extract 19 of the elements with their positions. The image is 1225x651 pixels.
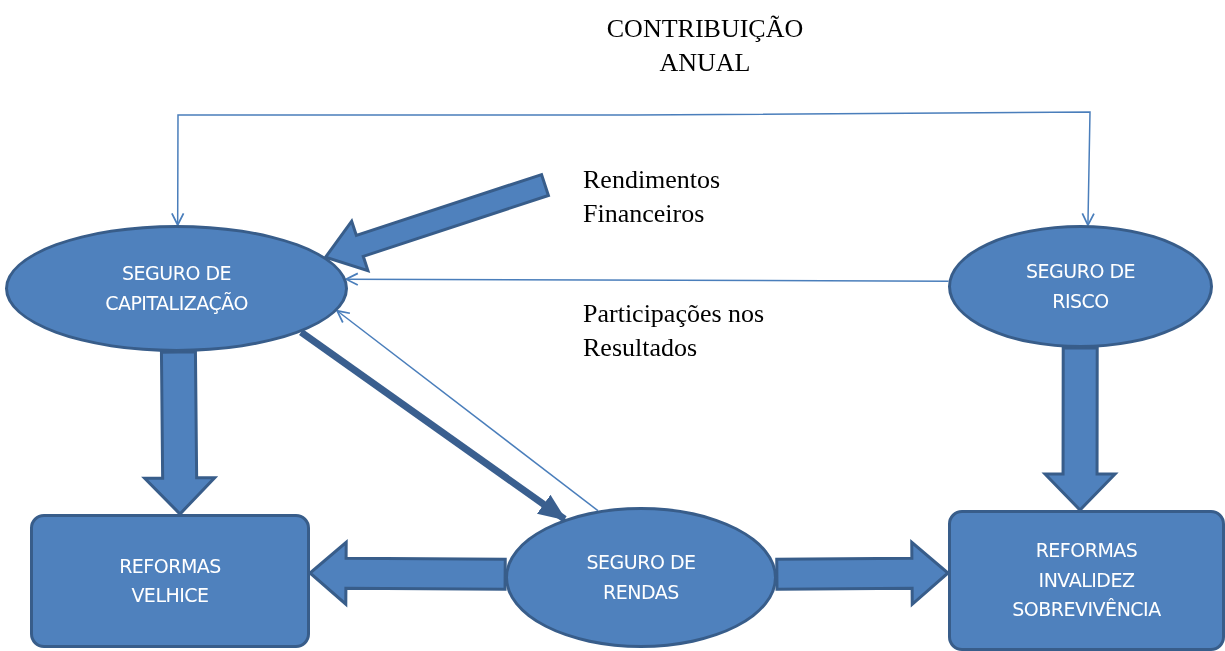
rounded-box: [30, 514, 310, 648]
node-label: SEGURO DE RISCO: [1025, 259, 1136, 314]
arrow: [171, 114, 635, 226]
block-arrow: [1041, 346, 1119, 513]
node-label: REFORMAS INVALIDEZ SOBREVIVÊNCIA: [1011, 538, 1162, 623]
rounded-box: [948, 510, 1225, 651]
annotation-text: Participações nos Resultados: [583, 298, 766, 364]
block-arrow: [141, 350, 219, 517]
arrow: [345, 272, 950, 286]
node-label: SEGURO DE CAPITALIZAÇÃO: [104, 261, 249, 316]
block-arrow: [307, 538, 507, 608]
block-arrow: [323, 172, 551, 273]
annotation-text: CONTRIBUIÇÃO ANUAL: [605, 13, 805, 79]
block-arrow: [775, 539, 951, 608]
node-label: REFORMAS VELHICE: [118, 553, 222, 608]
node-label: SEGURO DE RENDAS: [585, 550, 697, 605]
arrow: [299, 329, 567, 523]
annotation-text: Rendimentos Financeiros: [583, 164, 722, 230]
arrow: [633, 111, 1095, 226]
